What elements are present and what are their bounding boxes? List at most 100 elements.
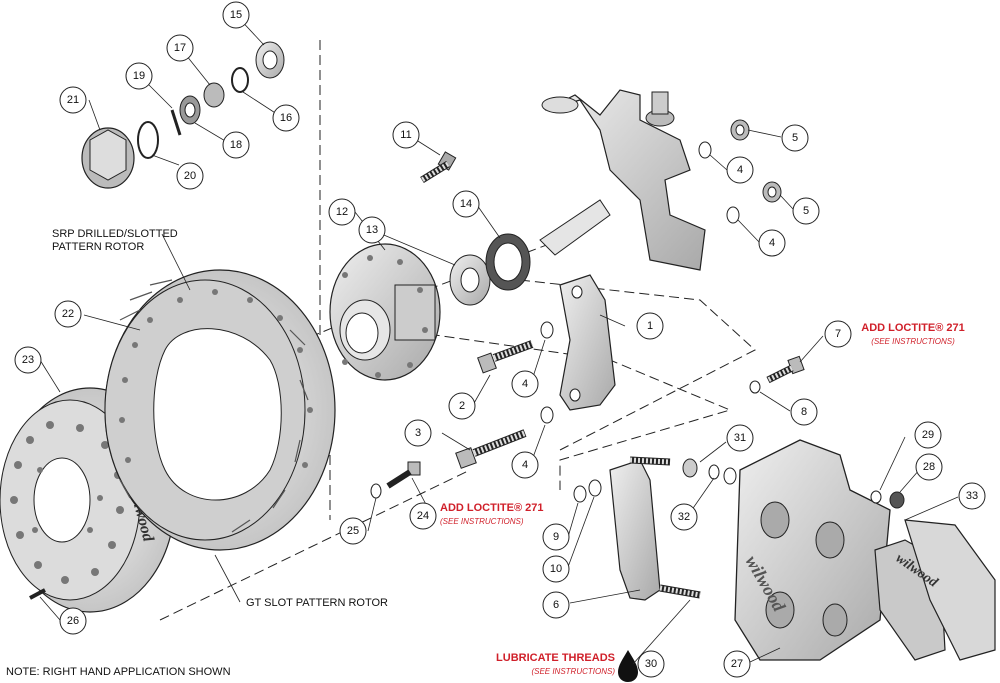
svg-text:20: 20 <box>184 170 196 182</box>
svg-text:3: 3 <box>415 427 421 439</box>
callout-5a: 5 <box>781 124 809 152</box>
washer-25 <box>370 483 382 499</box>
srp-rotor-label-line2: PATTERN ROTOR <box>52 241 145 253</box>
callout-2: 2 <box>448 392 476 420</box>
pin-29 <box>870 490 882 504</box>
gt-rotor-label: GT SLOT PATTERN ROTOR <box>246 597 389 609</box>
svg-text:18: 18 <box>230 139 242 151</box>
bracket-1 <box>559 274 616 411</box>
callout-7: 7 <box>824 320 852 348</box>
callout-10: 10 <box>542 555 570 583</box>
o-ring-20 <box>137 121 159 159</box>
washer-4-upper <box>698 141 712 159</box>
washer-4-lower <box>726 206 740 224</box>
callout-33: 33 <box>958 482 986 510</box>
callout-17: 17 <box>166 34 194 62</box>
stud-30 <box>659 584 701 599</box>
hub-12 <box>329 243 441 381</box>
callout-4b: 4 <box>758 229 786 257</box>
callout-29: 29 <box>914 421 942 449</box>
svg-text:5: 5 <box>792 132 798 144</box>
srp-rotor-label-line1: SRP DRILLED/SLOTTED <box>52 228 178 240</box>
callout-5b: 5 <box>792 197 820 225</box>
svg-text:28: 28 <box>923 461 935 473</box>
svg-text:2: 2 <box>459 400 465 412</box>
callout-32: 32 <box>670 503 698 531</box>
cotter-pin-19 <box>170 109 182 136</box>
svg-text:27: 27 <box>731 658 743 670</box>
screw-26 <box>29 588 46 600</box>
bolt-31 <box>629 456 671 466</box>
callout-4c: 4 <box>511 370 539 398</box>
svg-text:29: 29 <box>922 429 934 441</box>
svg-text:7: 7 <box>835 328 841 340</box>
svg-text:19: 19 <box>133 70 145 82</box>
svg-text:21: 21 <box>67 94 79 106</box>
lubricate-sub: (SEE INSTRUCTIONS) <box>531 667 615 676</box>
callout-14: 14 <box>452 190 480 218</box>
svg-text:26: 26 <box>67 615 79 627</box>
bearing-15 <box>255 41 285 79</box>
lubricate-drop-icon <box>618 650 638 682</box>
svg-text:13: 13 <box>366 224 378 236</box>
lubricate-text: LUBRICATE THREADS <box>496 652 615 664</box>
callout-20: 20 <box>176 162 204 190</box>
callouts: 1 2 3 4 4 4 4 5 5 6 7 8 9 10 11 12 13 14… <box>14 1 986 678</box>
callout-23: 23 <box>14 346 42 374</box>
callout-4d: 4 <box>511 451 539 479</box>
bracket-6 <box>609 459 661 601</box>
svg-text:16: 16 <box>280 112 292 124</box>
callout-9: 9 <box>542 523 570 551</box>
callout-3: 3 <box>404 419 432 447</box>
svg-text:22: 22 <box>62 308 74 320</box>
callout-27: 27 <box>723 650 751 678</box>
loctite-24-sub: (SEE INSTRUCTIONS) <box>440 517 524 526</box>
callout-13: 13 <box>358 216 386 244</box>
clip-28 <box>889 491 905 509</box>
loctite-7-text: ADD LOCTITE® 271 <box>861 322 965 334</box>
svg-text:17: 17 <box>174 42 186 54</box>
washer-8 <box>749 380 761 394</box>
svg-text:1: 1 <box>647 320 653 332</box>
callout-18: 18 <box>222 131 250 159</box>
svg-text:31: 31 <box>734 432 746 444</box>
callout-15: 15 <box>222 1 250 29</box>
spindle-knuckle <box>539 89 706 271</box>
callout-22: 22 <box>54 300 82 328</box>
svg-text:6: 6 <box>553 599 559 611</box>
callout-4a: 4 <box>726 156 754 184</box>
callout-26: 26 <box>59 607 87 635</box>
svg-text:30: 30 <box>645 658 657 670</box>
bolt-2 <box>477 340 534 374</box>
callout-1: 1 <box>636 312 664 340</box>
caliper-27: wilwood <box>734 439 891 661</box>
brake-pads-33: wilwood <box>874 519 996 661</box>
callout-19: 19 <box>125 62 153 90</box>
lubricate-note: LUBRICATE THREADS (SEE INSTRUCTIONS) <box>490 652 615 678</box>
svg-text:14: 14 <box>460 198 472 210</box>
callout-8: 8 <box>790 398 818 426</box>
svg-text:5: 5 <box>803 205 809 217</box>
nut-5-upper <box>730 119 750 141</box>
washer-16 <box>231 67 249 93</box>
callout-24: 24 <box>409 502 437 530</box>
washer-4-bolt3 <box>540 406 554 424</box>
callout-31: 31 <box>726 424 754 452</box>
callout-16: 16 <box>272 104 300 132</box>
svg-text:4: 4 <box>737 164 743 176</box>
svg-text:11: 11 <box>400 129 411 141</box>
stud-11 <box>420 151 457 183</box>
svg-text:32: 32 <box>678 511 690 523</box>
svg-text:4: 4 <box>522 378 528 390</box>
washer-4-bolt2 <box>540 321 554 339</box>
callout-28: 28 <box>915 453 943 481</box>
svg-text:4: 4 <box>769 237 775 249</box>
srp-rotor-label: SRP DRILLED/SLOTTED PATTERN ROTOR <box>52 228 178 254</box>
bolt-7 <box>766 355 805 384</box>
loctite-note-7: ADD LOCTITE® 271 (SEE INSTRUCTIONS) <box>858 322 968 348</box>
bolt-24 <box>386 461 421 489</box>
seal-14 <box>485 233 531 291</box>
svg-text:25: 25 <box>347 525 359 537</box>
bearing-13 <box>449 254 491 306</box>
